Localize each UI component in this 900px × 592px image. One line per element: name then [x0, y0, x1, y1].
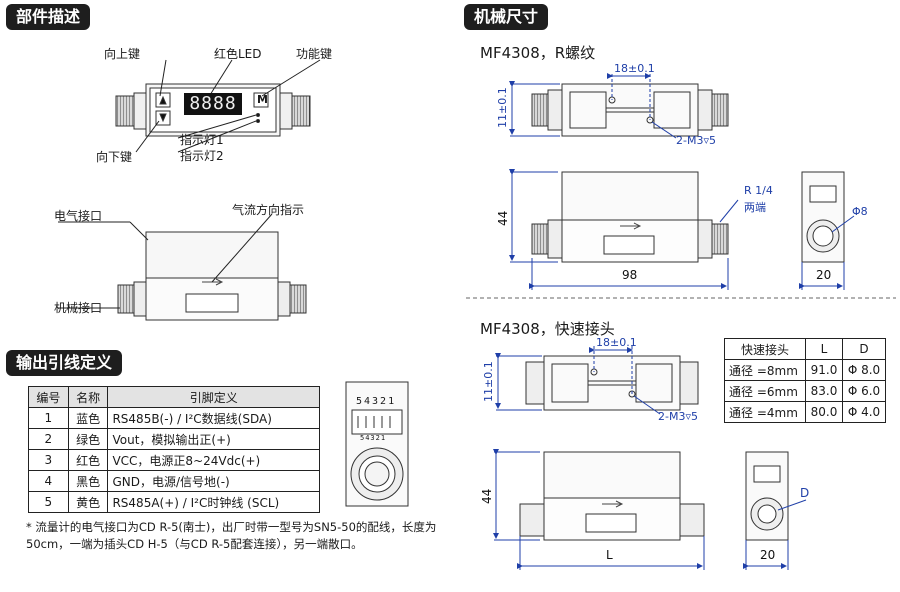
cell: Φ 8.0 [842, 359, 886, 381]
mf-q-dim-11: 11±0.1 [482, 361, 495, 402]
mf-r-dim-44: 44 [496, 210, 510, 226]
mf-q-side-dims [493, 449, 705, 570]
red-led-label: 红色LED [214, 47, 262, 61]
function-key-label: 功能键 [296, 47, 333, 61]
cell: Φ 4.0 [842, 401, 886, 423]
mf-q-dim-L: L [606, 548, 613, 562]
down-key-label: 向下键 [96, 150, 133, 164]
cell: 2 [28, 428, 69, 450]
cell: 蓝色 [67, 407, 109, 429]
mf-q-dim-18: 18±0.1 [596, 336, 637, 349]
indicator2-label: 指示灯2 [180, 149, 224, 163]
mf-q-top-drawing [525, 355, 699, 411]
table-row: 2 绿色 Vout，模拟输出正(+) [28, 428, 320, 450]
footnote: * 流量计的电气接口为CD R-5(南士)，出厂时带一型号为SN5-50的配线，… [26, 520, 437, 551]
cell: 黑色 [67, 470, 109, 492]
col-name: 名称 [67, 386, 109, 408]
size-table-header: 快速接头 L D [724, 338, 886, 360]
mf-r-dim-20: 20 [816, 268, 832, 282]
mf-r-thread-spec: R 1/4 [744, 184, 773, 197]
col-quick-connector: 快速接头 [724, 338, 806, 360]
cell: 通径 =6mm [724, 380, 806, 402]
cell: RS485B(-) / I²C数据线(SDA) [107, 407, 320, 429]
cell: 80.0 [804, 401, 844, 423]
part-leader-lines [135, 59, 321, 153]
mf-q-dim-20: 20 [760, 548, 776, 562]
table-row: 通径 =6mm 83.0 Φ 6.0 [724, 380, 886, 402]
connector-drawing [345, 381, 409, 507]
mf-q-m3-thread: 2-M3▿5 [658, 410, 698, 423]
col-pin-definition: 引脚定义 [107, 386, 320, 408]
col-number: 编号 [28, 386, 69, 408]
table-row: 5 黄色 RS485A(+) / I²C时钟线 (SCL) [28, 491, 320, 513]
mf-q-end-drawing [745, 451, 789, 541]
section-parts-header: 部件描述 [6, 4, 91, 30]
section-mech-header: 机械尺寸 [464, 4, 549, 30]
col-D: D [842, 338, 886, 360]
mf-q-dim-D: D [800, 486, 810, 500]
mf-r-dim-98: 98 [622, 268, 638, 282]
mf-r-end-drawing [801, 171, 845, 263]
cell: Vout，模拟输出正(+) [107, 428, 320, 450]
cell: GND，电源/信号地(-) [107, 470, 320, 492]
cell: 通径 =8mm [724, 359, 806, 381]
airflow-direction-label: 气流方向指示 [232, 203, 305, 217]
col-L: L [804, 338, 844, 360]
cell: 3 [28, 449, 69, 471]
quick-connector-size-table: 快速接头 L D 通径 =8mm 91.0 Φ 8.0 通径 =6mm 83.0… [724, 338, 886, 423]
cell: Φ 6.0 [842, 380, 886, 402]
table-row: 通径 =4mm 80.0 Φ 4.0 [724, 401, 886, 423]
table-row: 3 红色 VCC，电源正8~24Vdc(+) [28, 449, 320, 471]
cell: 1 [28, 407, 69, 429]
mf-r-top-dims [509, 73, 677, 139]
mf-q-title: MF4308，快速接头 [480, 320, 615, 338]
wire-definition-table: 编号 名称 引脚定义 1 蓝色 RS485B(-) / I²C数据线(SDA) … [28, 386, 320, 513]
mf-r-dim-18: 18±0.1 [614, 62, 655, 75]
m-key-glyph: M [257, 93, 268, 106]
table-row: 1 蓝色 RS485B(-) / I²C数据线(SDA) [28, 407, 320, 429]
table-row: 通径 =8mm 91.0 Φ 8.0 [724, 359, 886, 381]
cell: RS485A(+) / I²C时钟线 (SCL) [107, 491, 320, 513]
cell: 绿色 [67, 428, 109, 450]
electric-port-label: 电气接口 [54, 209, 103, 223]
connector-pin-numbers-small: 54321 [360, 434, 387, 442]
mf-r-both-ends: 两端 [744, 201, 766, 214]
indicator1-label: 指示灯1 [180, 133, 224, 147]
mech-port-label: 机械接口 [54, 301, 103, 315]
cell: 通径 =4mm [724, 401, 806, 423]
table-row: 4 黑色 GND，电源/信号地(-) [28, 470, 320, 492]
cell: 91.0 [804, 359, 844, 381]
cell: 红色 [67, 449, 109, 471]
cell: 4 [28, 470, 69, 492]
mf-r-title: MF4308，R螺纹 [480, 44, 596, 62]
mf-r-phi8: Φ8 [852, 205, 868, 218]
side-leader-lines [58, 213, 273, 309]
mf-r-top-drawing [531, 83, 729, 137]
section-output-header: 输出引线定义 [6, 350, 123, 376]
led-display: 8888 [184, 93, 242, 115]
mf-r-dim-11: 11±0.1 [496, 87, 509, 128]
device-side-view [117, 231, 307, 321]
wire-table-header: 编号 名称 引脚定义 [28, 386, 320, 408]
cell: 黄色 [67, 491, 109, 513]
mf-q-top-dims [495, 346, 661, 415]
mf-q-end-dims [743, 499, 807, 570]
cell: 5 [28, 491, 69, 513]
mf-r-end-dims [799, 215, 855, 290]
mf-r-side-drawing [531, 171, 729, 263]
mf-q-side-drawing [519, 451, 705, 541]
mf-q-dim-44: 44 [480, 488, 494, 504]
cell: 83.0 [804, 380, 844, 402]
mf-r-side-dims [509, 169, 739, 290]
up-key-label: 向上键 [104, 47, 141, 61]
mf-r-m3-thread: 2-M3▿5 [676, 134, 716, 147]
connector-pin-numbers: 54321 [356, 396, 397, 407]
cell: VCC，电源正8~24Vdc(+) [107, 449, 320, 471]
